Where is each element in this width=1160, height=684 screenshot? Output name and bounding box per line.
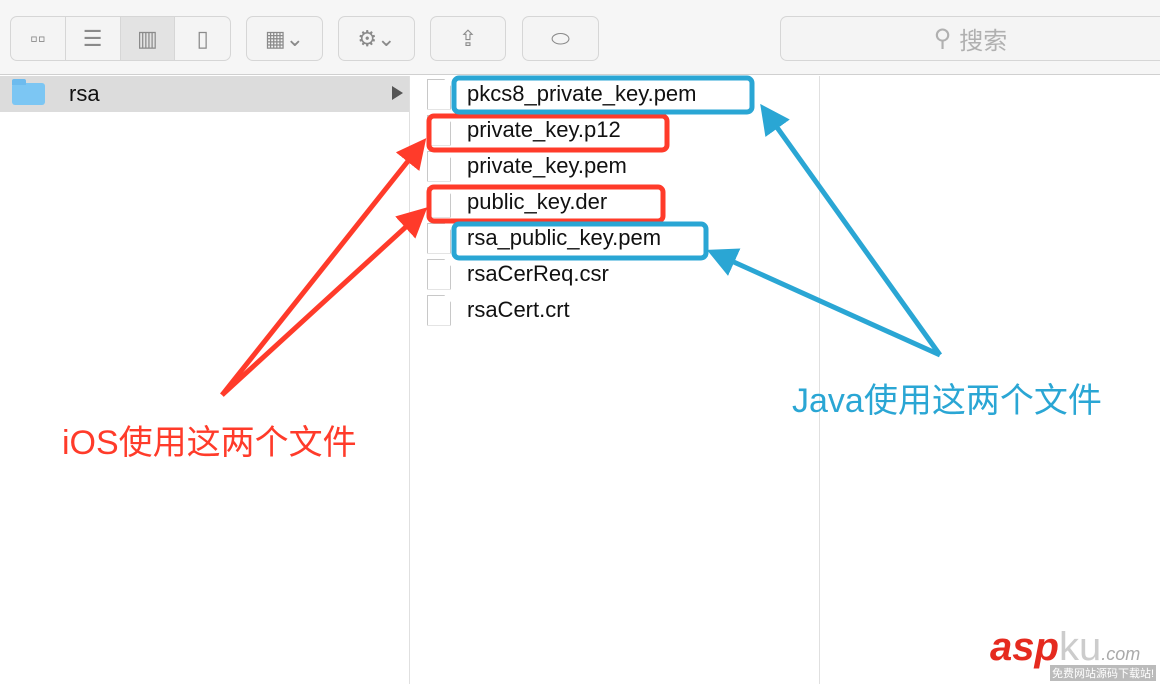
column-2: pkcs8_private_key.pem private_key.p12 pr… <box>411 76 820 684</box>
disclosure-triangle-icon <box>392 86 403 100</box>
search-field[interactable]: ⚲搜索 <box>780 16 1160 61</box>
document-icon <box>427 78 451 110</box>
folder-icon <box>12 79 45 105</box>
highlight-box-java <box>451 221 709 261</box>
file-item[interactable]: rsaCerReq.csr <box>411 256 819 292</box>
file-item[interactable]: pkcs8_private_key.pem <box>411 76 819 112</box>
icon-view-button[interactable]: ▫▫ <box>11 17 66 60</box>
document-icon <box>427 150 451 182</box>
view-switcher[interactable]: ▫▫ ☰ ▥ ▯ <box>10 16 231 61</box>
ios-annotation: iOS使用这两个文件 <box>62 424 357 462</box>
cover-flow-view-button[interactable]: ▯ <box>196 25 209 51</box>
toolbar: ▫▫ ☰ ▥ ▯ ▦⌄ ⚙⌄ ⇪ ⬭ ⚲搜索 <box>0 0 1160 75</box>
document-icon <box>427 258 451 290</box>
file-item[interactable]: private_key.pem <box>411 148 819 184</box>
highlight-box-ios <box>426 113 670 153</box>
column-view-button[interactable]: ▥ <box>120 17 176 60</box>
file-item[interactable]: public_key.der <box>411 184 819 220</box>
arrow-java-2 <box>706 248 942 358</box>
java-annotation: Java使用这两个文件 <box>792 382 1102 420</box>
grid-icon: ▦ <box>264 25 286 51</box>
tag-button[interactable]: ⬭ <box>522 16 599 61</box>
document-icon <box>427 222 451 254</box>
highlight-box-ios <box>426 184 666 224</box>
action-button[interactable]: ⚙⌄ <box>338 16 415 61</box>
column-1: rsa <box>0 76 410 684</box>
highlight-box-java <box>451 75 755 115</box>
watermark-logo: aspku.com 免费网站源码下载站! <box>990 625 1157 681</box>
list-view-button[interactable]: ☰ <box>66 17 121 60</box>
file-item[interactable]: rsa_public_key.pem <box>411 220 819 256</box>
gear-icon: ⚙ <box>357 25 378 51</box>
arrow-ios-2 <box>220 207 428 397</box>
search-icon: ⚲ <box>933 25 952 52</box>
folder-row-rsa[interactable]: rsa <box>0 76 409 112</box>
document-icon <box>427 294 451 326</box>
share-icon: ⇪ <box>458 25 478 51</box>
share-button[interactable]: ⇪ <box>430 16 506 61</box>
file-item[interactable]: rsaCert.crt <box>411 292 819 328</box>
tag-icon: ⬭ <box>551 25 570 51</box>
arrow-ios-1 <box>220 138 427 397</box>
arrange-button[interactable]: ▦⌄ <box>246 16 323 61</box>
arrow-java-1 <box>760 103 943 357</box>
